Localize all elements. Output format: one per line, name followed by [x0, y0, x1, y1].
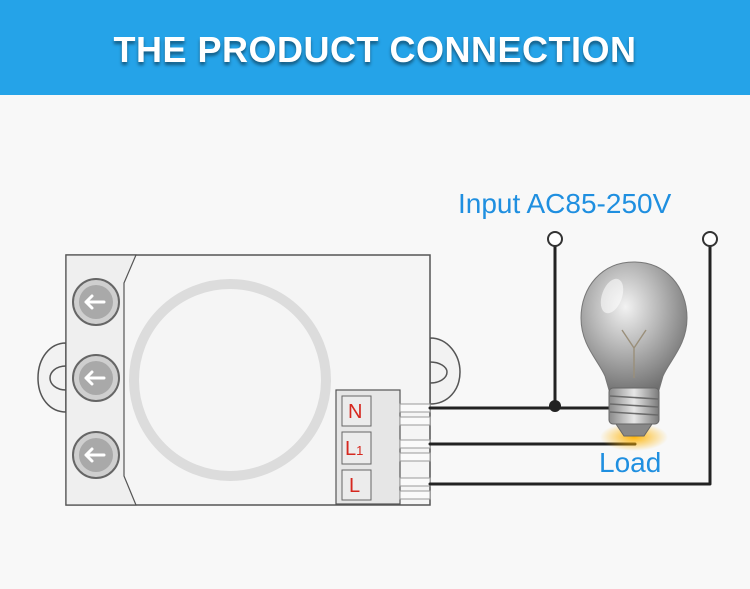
arrow-left-icon	[84, 447, 106, 463]
bulb-glow	[600, 423, 668, 451]
sensor-module: N L1 L	[37, 254, 461, 506]
terminal-n	[341, 395, 372, 427]
mounting-slot-right	[429, 361, 448, 384]
input-terminal-left	[547, 231, 563, 247]
arrow-left-icon	[84, 294, 106, 310]
arrow-left-icon	[84, 370, 106, 386]
mounting-ear-left	[37, 342, 67, 413]
wire-l-to-input	[428, 244, 712, 486]
input-terminal-right	[702, 231, 718, 247]
terminal-l1	[341, 431, 372, 465]
light-bulb-icon	[580, 261, 688, 451]
header-banner: THE PRODUCT CONNECTION	[0, 0, 750, 95]
terminal-l	[341, 469, 372, 501]
mounting-ear-right	[429, 337, 461, 405]
screw-middle	[72, 354, 120, 402]
bulb-filament	[621, 329, 647, 378]
bulb-thread	[609, 395, 659, 416]
terminal-label-l1: L1	[345, 438, 363, 460]
terminal-label-l: L	[349, 475, 360, 497]
junction-dot	[549, 400, 561, 412]
screw-top	[72, 278, 120, 326]
input-voltage-label: Input AC85-250V	[458, 188, 672, 219]
bulb-tip	[615, 423, 653, 437]
sensor-ring	[129, 279, 331, 481]
page-title: THE PRODUCT CONNECTION	[113, 29, 637, 70]
bulb-highlight	[600, 278, 624, 314]
load-label: Load	[599, 447, 661, 478]
terminal-label-n: N	[348, 401, 362, 423]
screw-bottom	[72, 431, 120, 479]
mounting-slot-left	[49, 365, 67, 391]
